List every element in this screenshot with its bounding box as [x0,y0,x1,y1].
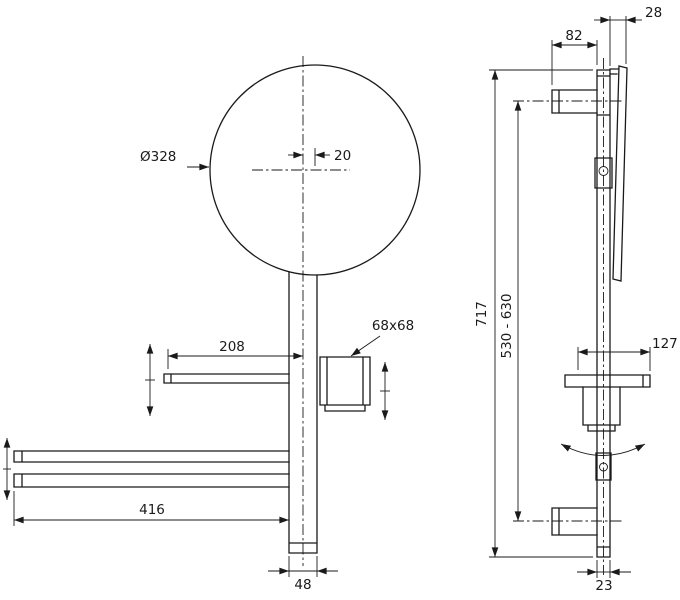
dim-label: 717 [474,301,490,327]
dim-label: 208 [219,339,245,355]
dim-mirror-projection: 28 [594,5,662,66]
leader-arrow [350,335,381,357]
tumbler-holder-side [582,386,621,432]
wall-bracket-bottom [551,507,598,536]
dim-label: 28 [645,5,662,21]
dim-label: 23 [595,578,612,594]
dim-overall-height: 717 [474,69,593,558]
mirror-side [612,65,628,282]
dim-shelf-length: 208 [167,339,303,369]
rail-hub-screw [599,462,608,472]
dim-stem-offset: 20 [288,148,351,166]
front-view: 20 Ø328 208 68x68 [3,56,421,593]
mirror-outline [209,64,421,276]
clamp-block [594,157,613,189]
dim-label: 82 [565,28,582,44]
tumbler-holder-front [319,356,371,412]
dim-shelf-projection: 127 [577,336,678,371]
dim-label: 20 [334,148,351,164]
dim-label: Ø328 [140,149,176,165]
dim-label: 416 [139,502,165,518]
shelf-front [163,373,290,384]
wall-bracket-top [551,89,598,114]
dim-rail-length: 416 [13,491,289,526]
side-view: 28 82 717 530 - 630 127 [474,5,678,594]
rail-adjust-arrow [3,438,11,500]
dim-column-width: 48 [268,556,338,593]
tumbler-adjust-arrow [380,362,390,420]
dim-label: 127 [652,336,678,352]
rail-hub-side [595,452,612,481]
dim-label: 530 - 630 [499,294,515,359]
dim-adjustment-range: 530 - 630 [499,100,522,521]
dim-column-depth: 23 [577,560,631,594]
dim-mirror-diameter: Ø328 [140,149,209,171]
column-front [288,271,318,554]
shelf-adjust-arrow [145,344,155,416]
towel-rail-lower [13,473,290,488]
dim-label: 48 [294,577,311,593]
shelf-side [564,374,651,388]
swivel-rotation-arrow [560,443,646,456]
dim-bracket-projection: 82 [551,28,598,85]
dim-label: 68x68 [372,318,414,334]
clamp-screw [598,166,609,176]
towel-rail-upper [13,450,290,463]
column-side [596,69,611,558]
dim-tumbler-size: 68x68 [350,318,414,357]
mirror-hanger [609,68,619,75]
